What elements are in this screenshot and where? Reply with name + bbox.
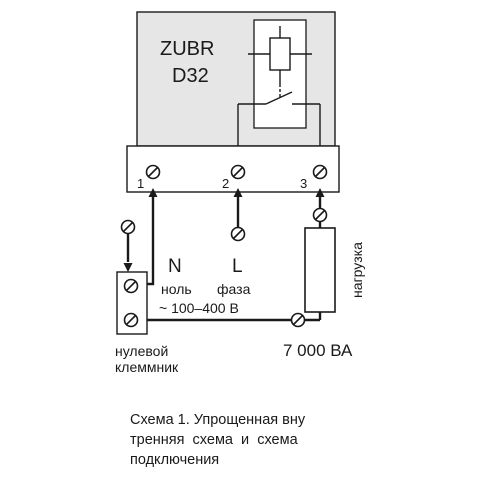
phase-word: фаза	[217, 281, 251, 297]
switch-contact-icon	[238, 84, 320, 105]
neutral-block-label-1: нулевой	[115, 343, 168, 359]
terminal-label-2: 2	[222, 176, 229, 191]
caption-line-1: Схема 1. Упрощенная вну	[130, 412, 306, 428]
terminal-3-screw-icon	[312, 164, 328, 180]
terminal-1-screw-icon	[145, 164, 161, 180]
load-box	[304, 227, 336, 313]
relay-coil-icon	[248, 26, 312, 84]
neutral-symbol: N	[168, 256, 182, 277]
neutral-block-screw-1-icon	[123, 278, 139, 294]
neutral-wire	[138, 196, 155, 286]
terminal-label-3: 3	[300, 176, 307, 191]
terminal-label-1: 1	[137, 176, 144, 191]
neutral-block-label-2: клеммник	[115, 359, 179, 375]
terminal-2-screw-icon	[230, 164, 246, 180]
power-label: 7 000 ВА	[283, 341, 353, 360]
phase-symbol: L	[232, 256, 243, 277]
caption-line-2: тренняя схема и схема	[130, 432, 299, 448]
load-top-screw-icon	[312, 207, 328, 223]
neutral-input-screw-icon	[120, 219, 136, 235]
neutral-word: ноль	[161, 281, 192, 297]
caption-line-3: подключения	[130, 452, 219, 468]
load-bottom-screw-icon	[290, 312, 306, 328]
neutral-block-screw-2-icon	[123, 312, 139, 328]
voltage-range: ~ 100–400 В	[159, 300, 239, 316]
device-model: D32	[172, 65, 209, 87]
device-brand: ZUBR	[160, 38, 214, 60]
phase-input-screw-icon	[230, 226, 246, 242]
load-label: нагрузка	[349, 242, 365, 298]
